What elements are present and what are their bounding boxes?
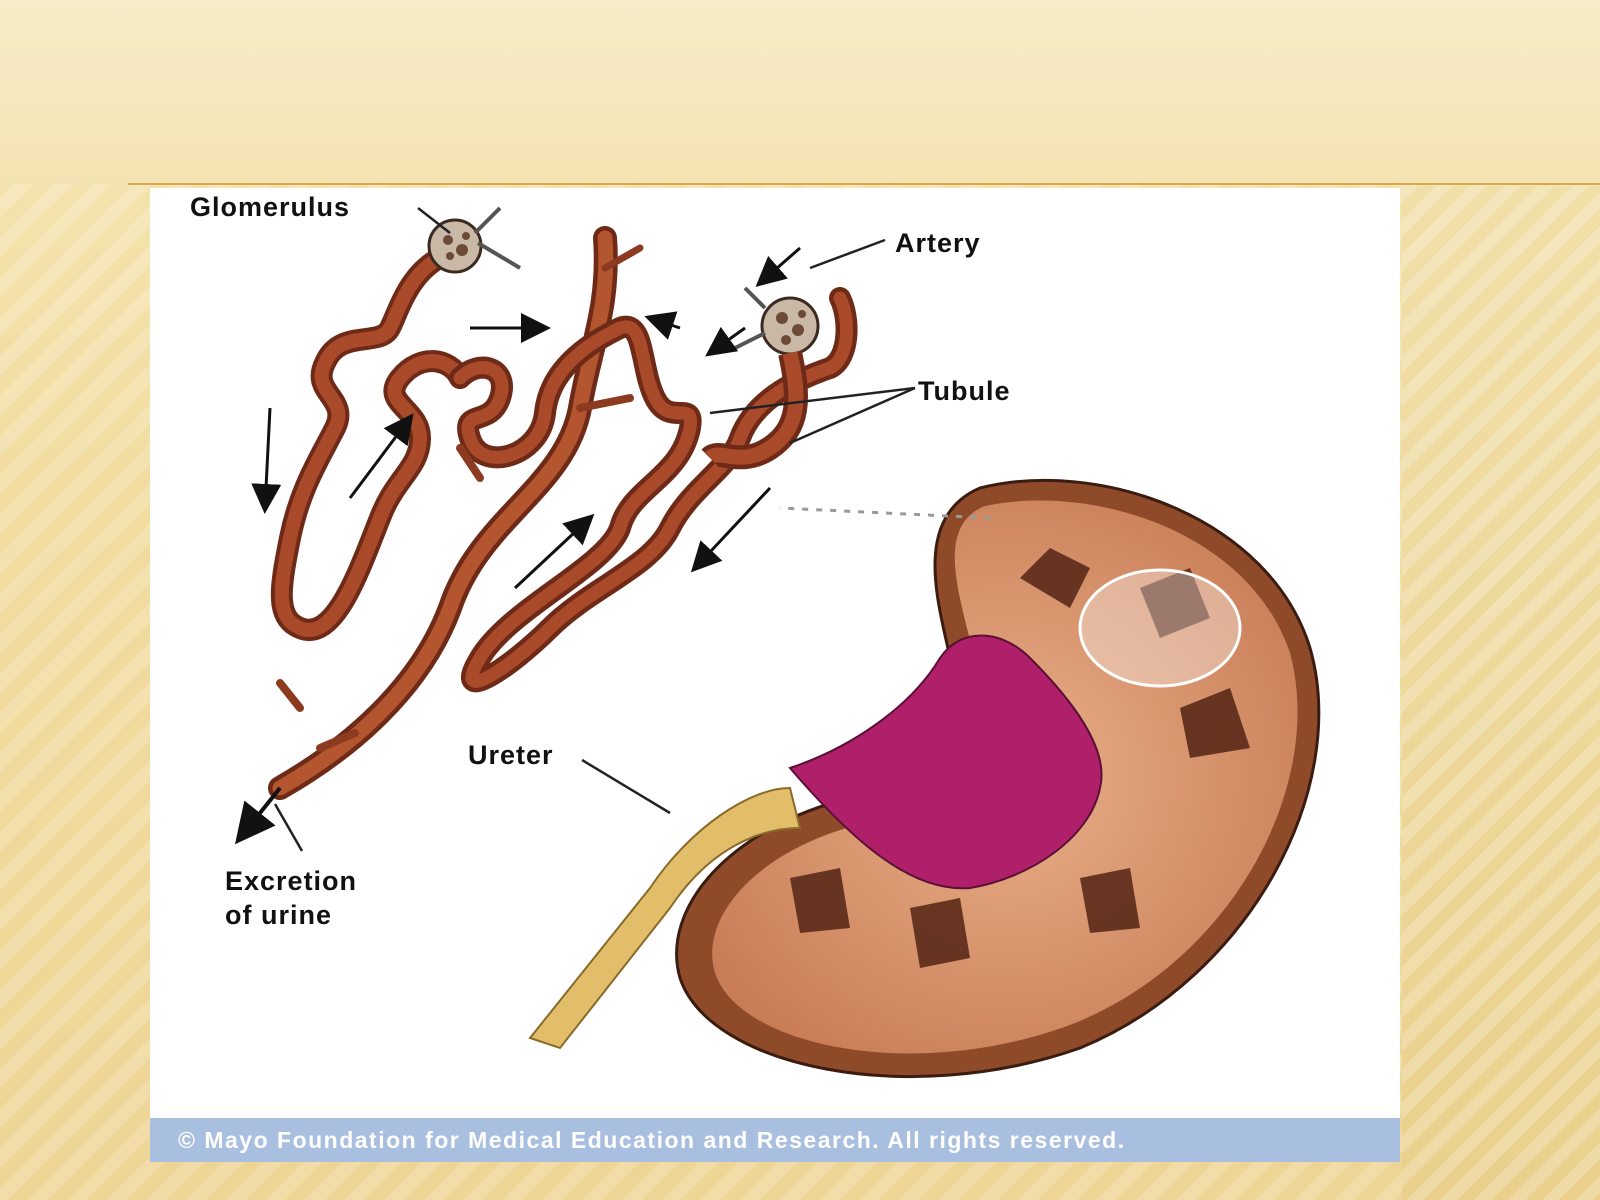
nephron-tubules — [268, 226, 858, 800]
copyright-notice: © Mayo Foundation for Medical Education … — [150, 1118, 1400, 1162]
title-divider — [128, 183, 1600, 185]
right-decor-panel — [1402, 186, 1600, 1200]
kidney-diagram: Glomerulus Artery Tubule Ureter Excretio… — [150, 188, 1400, 1162]
glomerulus-left — [427, 206, 522, 274]
flow-arrows — [235, 246, 801, 845]
ureter-label: Ureter — [468, 740, 554, 770]
kidney-illustration — [235, 206, 1321, 1079]
glomerulus-label: Glomerulus — [190, 192, 351, 222]
excretion-label: Excretion of urine — [225, 866, 358, 930]
slide-title-band — [0, 0, 1600, 184]
artery-label: Artery — [895, 228, 981, 258]
kidney-cross-section — [528, 479, 1321, 1079]
glomerulus-right — [701, 286, 820, 470]
leader-lines — [273, 207, 916, 852]
tubule-label: Tubule — [918, 376, 1011, 406]
